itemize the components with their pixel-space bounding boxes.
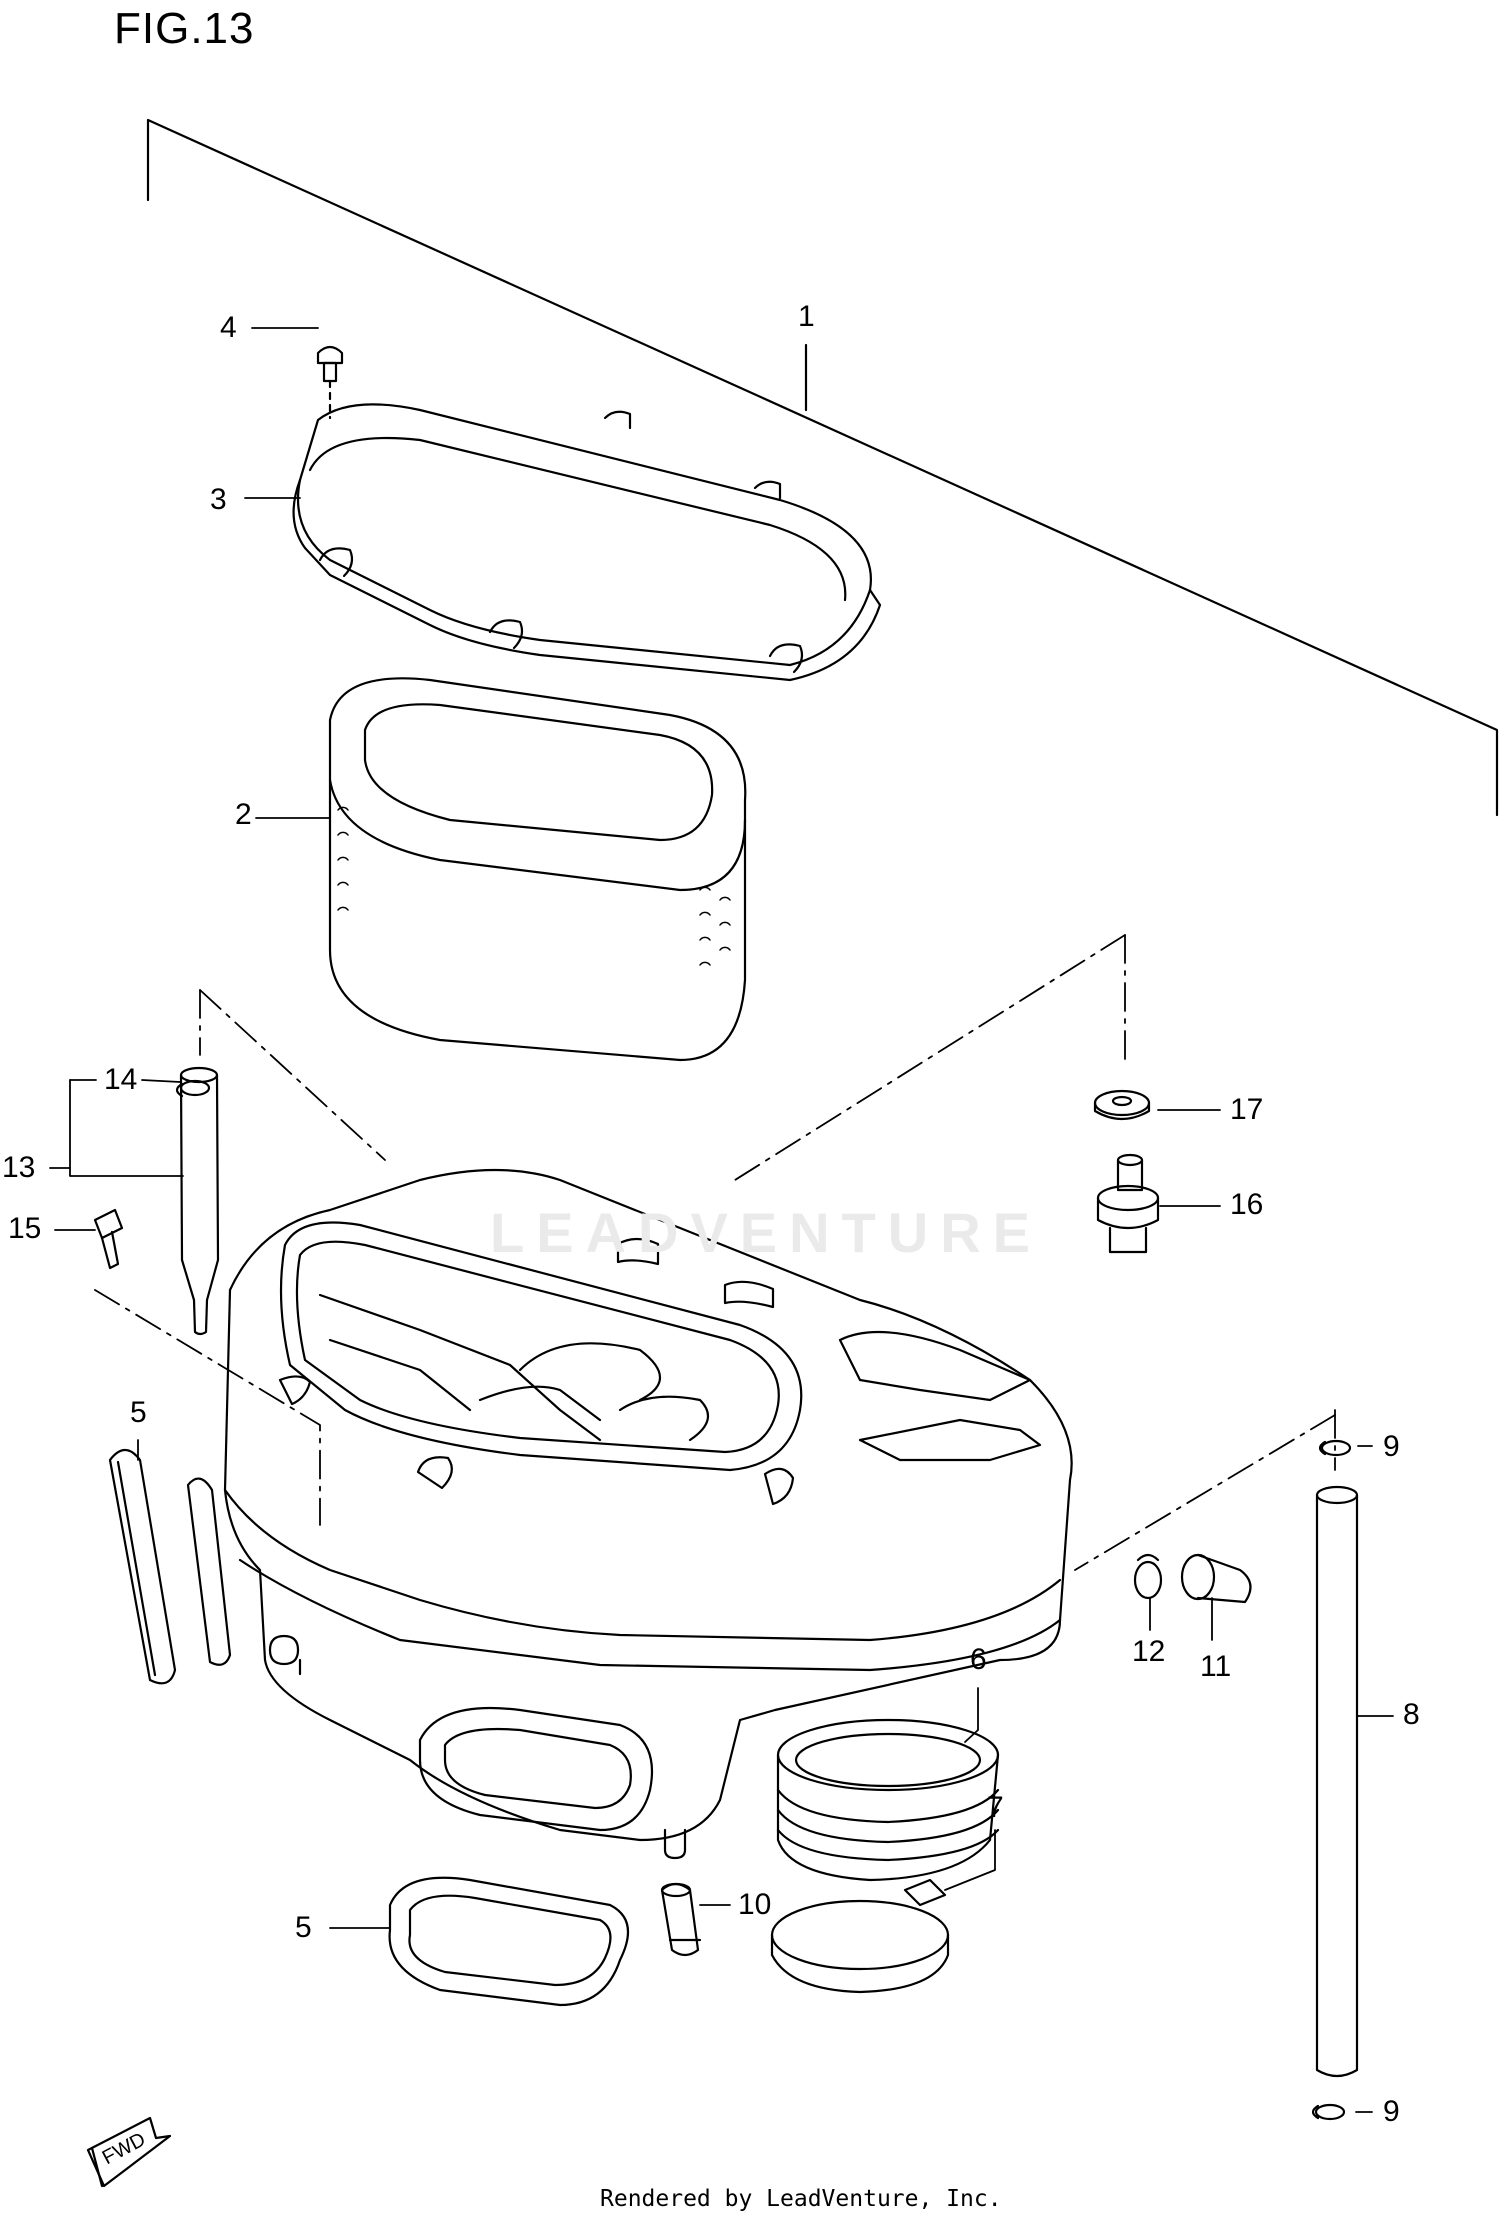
render-credit: Rendered by LeadVenture, Inc. [600,2186,1002,2212]
callout-17: 17 [1230,1093,1264,1126]
callout-5-left: 5 [130,1396,147,1429]
case-outlet [418,1706,687,1860]
part-clip-top [1318,1439,1352,1457]
callout-6: 6 [970,1643,987,1676]
callout-14: 14 [104,1063,138,1096]
part-clip-bottom [1311,2103,1346,2121]
part-breather-tube [179,1066,220,1336]
callout-16: 16 [1230,1188,1264,1221]
part-drain-hose [1315,1485,1359,2078]
part-air-cleaner-case [223,1168,1073,1842]
callout-3: 3 [210,483,227,516]
part-drain-plug [660,1882,702,1957]
callout-5-bottom: 5 [295,1911,312,1944]
guide-lines [94,934,1336,1571]
callout-15: 15 [8,1212,42,1245]
leader-lines [49,327,1394,2113]
part-hose-joint [776,1718,1000,1882]
callout-12: 12 [1132,1635,1166,1668]
callout-4: 4 [220,311,237,344]
callout-8: 8 [1403,1698,1420,1731]
callout-11: 11 [1200,1650,1232,1683]
callout-9-bottom: 9 [1383,2095,1400,2128]
part-valve [1096,1153,1160,1254]
callout-10: 10 [738,1888,772,1921]
watermark-text: LEADVENTURE [490,1201,1043,1264]
part-bolt [93,1208,124,1270]
part-washer [1093,1089,1151,1121]
part-seal-left-a [108,1448,177,1685]
part-screw [316,345,344,420]
part-cover [292,403,882,682]
part-clamp [770,1878,950,1994]
part-seal-left-b [186,1477,232,1666]
callout-7: 7 [987,1791,1004,1824]
callout-13: 13 [2,1151,36,1184]
fwd-arrow-icon: FWD [86,2116,172,2188]
part-tube-clip [175,1079,211,1098]
assembly-bracket [146,118,1499,817]
part-cap [1180,1553,1252,1604]
callout-1: 1 [798,300,815,333]
part-filter-element [328,677,747,1062]
callout-2: 2 [235,798,252,831]
callout-9-top: 9 [1383,1430,1400,1463]
part-small-clip [1133,1553,1163,1600]
figure-title: FIG.13 [114,4,255,53]
part-seal-bottom [388,1876,630,2007]
